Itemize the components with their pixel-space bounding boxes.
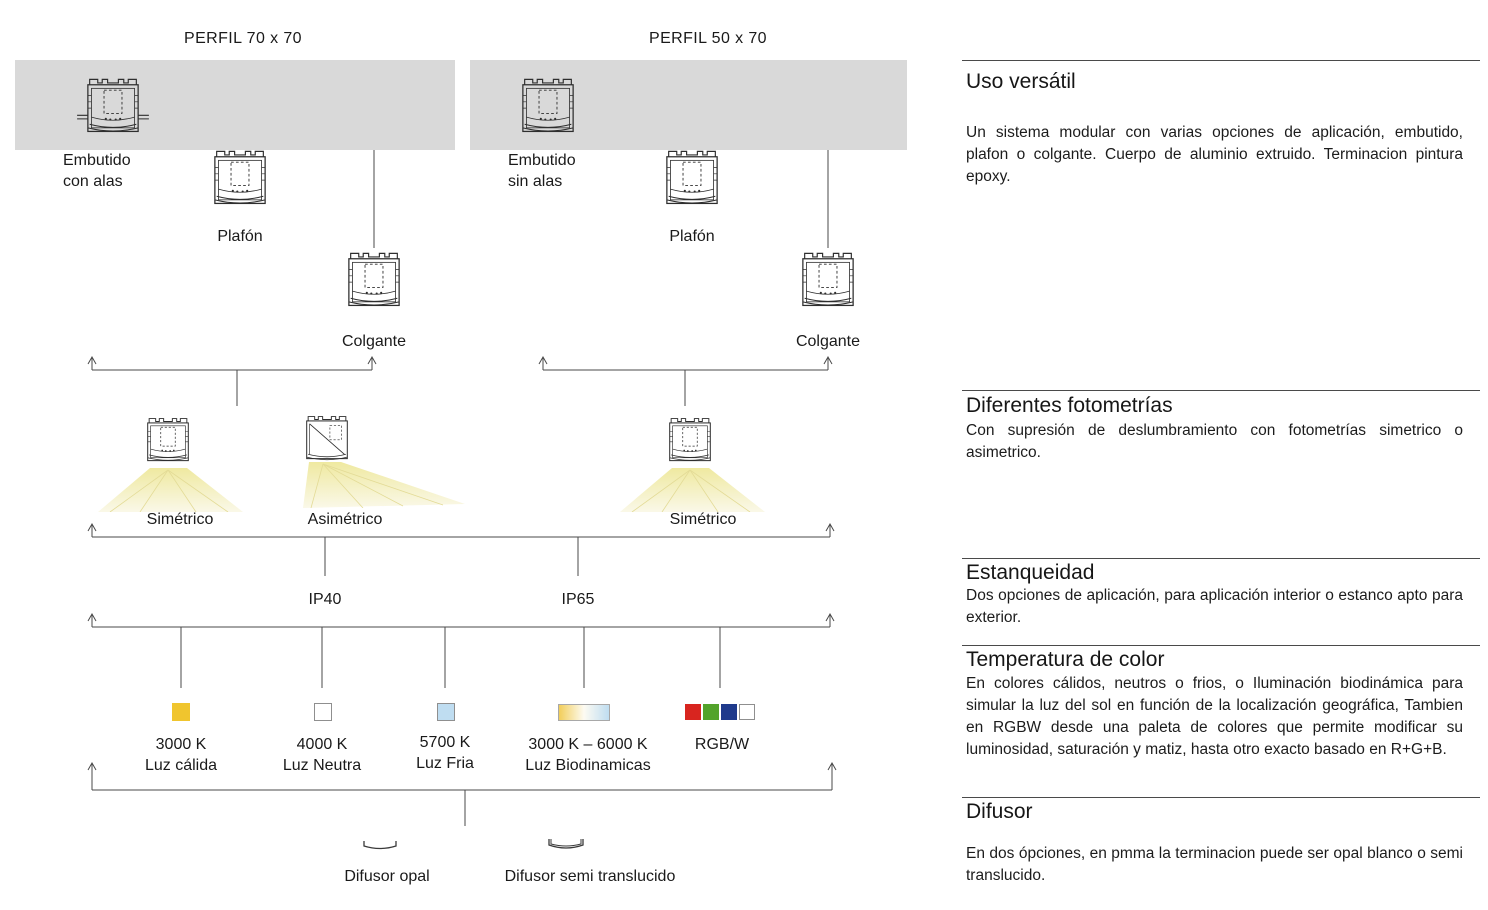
label-colgante-50: Colgante [795, 333, 861, 350]
temp-name: Luz Biodinamicas [525, 757, 651, 774]
swatch-biodynamic-gradient [558, 704, 610, 721]
section-title-difusor: Difusor [966, 800, 1033, 823]
profile-icon-plafon-50 [656, 146, 728, 216]
swatch-rgbw-red [685, 704, 701, 720]
profile-icon-colgante-50 [792, 248, 864, 318]
temp-name: Luz Fria [416, 755, 474, 772]
temp-label-3000k: 3000 K Luz cálida [131, 734, 231, 776]
label-plafon-70: Plafón [217, 228, 263, 245]
swatch-rgbw-blue [721, 704, 737, 720]
light-cone-simetrico-50 [620, 468, 765, 512]
panel-divider [962, 645, 1480, 646]
temp-kelvin: 4000 K [296, 736, 348, 753]
label-simetrico-70: Simétrico [146, 511, 214, 528]
profile-icon-colgante-70 [338, 248, 410, 318]
temp-name: Luz Neutra [282, 757, 362, 774]
section-title-temperatura: Temperatura de color [966, 648, 1165, 671]
temp-kelvin: 3000 K [155, 736, 207, 753]
label-difusor-opal: Difusor opal [344, 868, 430, 885]
label-embutido-con-alas: Embutido con alas [63, 150, 131, 192]
section-title-estanqueidad: Estanqueidad [966, 561, 1095, 584]
panel-divider [962, 558, 1480, 559]
label-embutido-sin-alas: Embutido sin alas [508, 150, 576, 192]
section-body-estanqueidad: Dos opciones de aplicación, para aplicac… [966, 587, 1463, 626]
section-body-temperatura: En colores cálidos, neutros o frios, o I… [966, 675, 1463, 758]
temp-label-5700k: 5700 K Luz Fria [395, 732, 495, 774]
temp-label-rgbw: RGB/W [694, 736, 750, 753]
temp-kelvin: 5700 K [419, 734, 471, 751]
photometry-icon-simetrico-50 [661, 414, 719, 471]
photometry-icon-asimetrico-70 [298, 412, 356, 469]
section-body-difusor: En dos ópciones, en pmma la terminacion … [966, 845, 1463, 884]
ceiling-band-right [470, 60, 907, 150]
temp-name: Luz cálida [144, 757, 218, 774]
temp-kelvin: 3000 K – 6000 K [528, 736, 648, 753]
label-embutido-line1: Embutido [63, 152, 131, 169]
profile-icon-embutido-con-alas [77, 74, 149, 144]
label-ip65: IP65 [561, 591, 595, 608]
light-cone-simetrico-70 [98, 468, 243, 512]
swatch-4000k [314, 703, 332, 721]
section-title-uso-versatil: Uso versátil [966, 70, 1076, 93]
label-colgante-70: Colgante [341, 333, 407, 350]
swatch-3000k [172, 703, 190, 721]
profile-icon-plafon-70 [204, 146, 276, 216]
swatch-rgbw-green [703, 704, 719, 720]
section-title-fotometrias: Diferentes fotometrías [966, 394, 1173, 417]
label-difusor-semi: Difusor semi translucido [504, 868, 676, 885]
photometry-icon-simetrico-70 [139, 414, 197, 471]
temp-label-biodynamic: 3000 K – 6000 K Luz Biodinamicas [508, 734, 668, 776]
perfil-70x70-title: PERFIL 70 x 70 [184, 30, 302, 47]
label-ip40: IP40 [308, 591, 342, 608]
label-embutido-line1: Embutido [508, 152, 576, 169]
panel-divider [962, 797, 1480, 798]
swatch-rgbw-white [739, 704, 755, 720]
perfil-50x70-title: PERFIL 50 x 70 [649, 30, 767, 47]
label-embutido-line2: sin alas [508, 173, 563, 190]
diffuser-opal-icon [363, 841, 397, 850]
panel-divider [962, 60, 1480, 61]
panel-divider [962, 390, 1480, 391]
diffuser-semi-icon [548, 839, 584, 849]
section-body-uso-versatil: Un sistema modular con varias opciones d… [966, 124, 1463, 185]
profile-icon-embutido-sin-alas [512, 74, 584, 144]
temp-label-4000k: 4000 K Luz Neutra [272, 734, 372, 776]
label-simetrico-50: Simétrico [669, 511, 737, 528]
light-cone-asimetrico-70 [303, 462, 465, 508]
section-body-fotometrias: Con supresión de deslumbramiento con fot… [966, 422, 1463, 461]
label-plafon-50: Plafón [669, 228, 715, 245]
label-asimetrico-70: Asimétrico [307, 511, 383, 528]
swatch-5700k [437, 703, 455, 721]
label-embutido-line2: con alas [63, 173, 123, 190]
